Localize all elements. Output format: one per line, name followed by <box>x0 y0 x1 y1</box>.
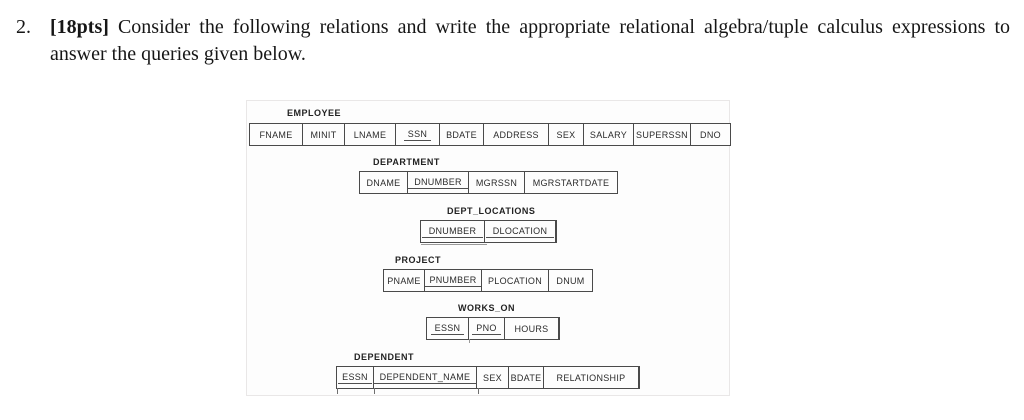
attribute-cell: ADDRESS <box>484 124 549 145</box>
attribute-cell: SALARY <box>584 124 634 145</box>
scan-artifact-tick <box>478 388 479 394</box>
table-row: PNAME PNUMBER PLOCATION DNUM <box>383 269 593 292</box>
attribute-name: SUPERSSN <box>636 129 688 140</box>
scan-artifact-tick <box>374 388 375 394</box>
attribute-name: ADDRESS <box>493 129 539 140</box>
attribute-name: RELATIONSHIP <box>556 372 626 383</box>
attribute-name: PNAME <box>387 275 421 286</box>
attribute-name: HOURS <box>514 323 549 334</box>
question-body: Consider the following relations and wri… <box>50 16 1010 65</box>
scan-artifact-tick <box>469 339 470 343</box>
attribute-name: SALARY <box>589 129 628 140</box>
table-name: PROJECT <box>395 255 442 265</box>
table-name: EMPLOYEE <box>287 108 342 118</box>
attribute-cell: DNAME <box>360 172 408 193</box>
attribute-cell: PNAME <box>384 270 425 291</box>
attribute-cell: PNUMBER <box>425 270 482 291</box>
question-block: 2. [18pts] Consider the following relati… <box>16 14 1012 68</box>
attribute-name-key: DNUMBER <box>407 177 469 189</box>
scan-artifact-line <box>421 244 487 245</box>
attribute-cell: HOURS <box>505 318 559 339</box>
table-row: ESSN PNO HOURS <box>426 317 560 343</box>
attribute-name: MINIT <box>310 129 337 140</box>
attribute-cell: PNO <box>469 318 505 339</box>
attribute-name: MGRSSN <box>475 177 518 188</box>
attribute-name-key: ESSN <box>430 323 465 335</box>
table-name: DEPENDENT <box>354 352 415 362</box>
attribute-cell: SEX <box>549 124 584 145</box>
table-row: DNAME DNUMBER MGRSSN MGRSTARTDATE <box>359 171 618 194</box>
attribute-cell: SSN <box>396 124 440 145</box>
question-points: [18pts] <box>50 16 109 38</box>
table-row: ESSN DEPENDENT_NAME SEX BDATE RELATIONSH… <box>336 366 640 394</box>
table-name: WORKS_ON <box>458 303 516 313</box>
attribute-cell: BDATE <box>509 367 544 388</box>
attribute-cell: MGRSSN <box>469 172 525 193</box>
schema-figure: EMPLOYEE FNAME MINIT LNAME SSN BDATE ADD… <box>246 100 731 396</box>
question-number: 2. <box>16 16 31 38</box>
attribute-name: MGRSTARTDATE <box>532 177 610 188</box>
table-row: DNUMBER DLOCATION <box>420 220 557 245</box>
attribute-cell: DLOCATION <box>485 221 556 242</box>
attribute-name: FNAME <box>259 129 293 140</box>
attribute-name: BDATE <box>446 129 477 140</box>
attribute-name: SEX <box>556 129 576 140</box>
table-name: DEPARTMENT <box>373 157 440 167</box>
attribute-name: DNUM <box>556 275 585 286</box>
attribute-cell: DNUMBER <box>407 172 469 193</box>
attribute-name-key: DNUMBER <box>421 226 484 238</box>
attribute-cell: DNO <box>691 124 730 145</box>
scan-artifact-tick <box>337 388 338 394</box>
attribute-cell: DEPENDENT_NAME <box>372 367 478 388</box>
attribute-cell: DNUM <box>549 270 592 291</box>
attribute-cell: SEX <box>477 367 509 388</box>
attribute-name-key: DEPENDENT_NAME <box>372 372 478 384</box>
attribute-name: PLOCATION <box>487 275 543 286</box>
attribute-name-key: PNO <box>472 323 501 335</box>
attribute-name-key: ESSN <box>338 372 372 384</box>
table-row: FNAME MINIT LNAME SSN BDATE ADDRESS SEX … <box>249 123 731 146</box>
attribute-name: BDATE <box>510 372 542 383</box>
attribute-name: LNAME <box>353 129 387 140</box>
attribute-cell: LNAME <box>345 124 396 145</box>
attribute-name-key: PNUMBER <box>425 275 481 287</box>
attribute-cell: ESSN <box>337 367 374 388</box>
table-name: DEPT_LOCATIONS <box>447 206 536 216</box>
attribute-cell: ESSN <box>427 318 469 339</box>
attribute-name: SEX <box>483 372 502 383</box>
attribute-name-key: DLOCATION <box>485 226 555 238</box>
attribute-cell: MGRSTARTDATE <box>525 172 617 193</box>
attribute-cell: PLOCATION <box>482 270 549 291</box>
attribute-cell: SUPERSSN <box>634 124 691 145</box>
attribute-cell: RELATIONSHIP <box>544 367 639 388</box>
attribute-cell: MINIT <box>303 124 345 145</box>
attribute-cell: FNAME <box>250 124 303 145</box>
attribute-name: DNO <box>700 129 721 140</box>
attribute-name-key: SSN <box>403 129 432 141</box>
attribute-name: DNAME <box>366 177 401 188</box>
question-text: [18pts] Consider the following relations… <box>50 14 1010 68</box>
attribute-cell: DNUMBER <box>421 221 485 242</box>
attribute-cell: BDATE <box>440 124 484 145</box>
